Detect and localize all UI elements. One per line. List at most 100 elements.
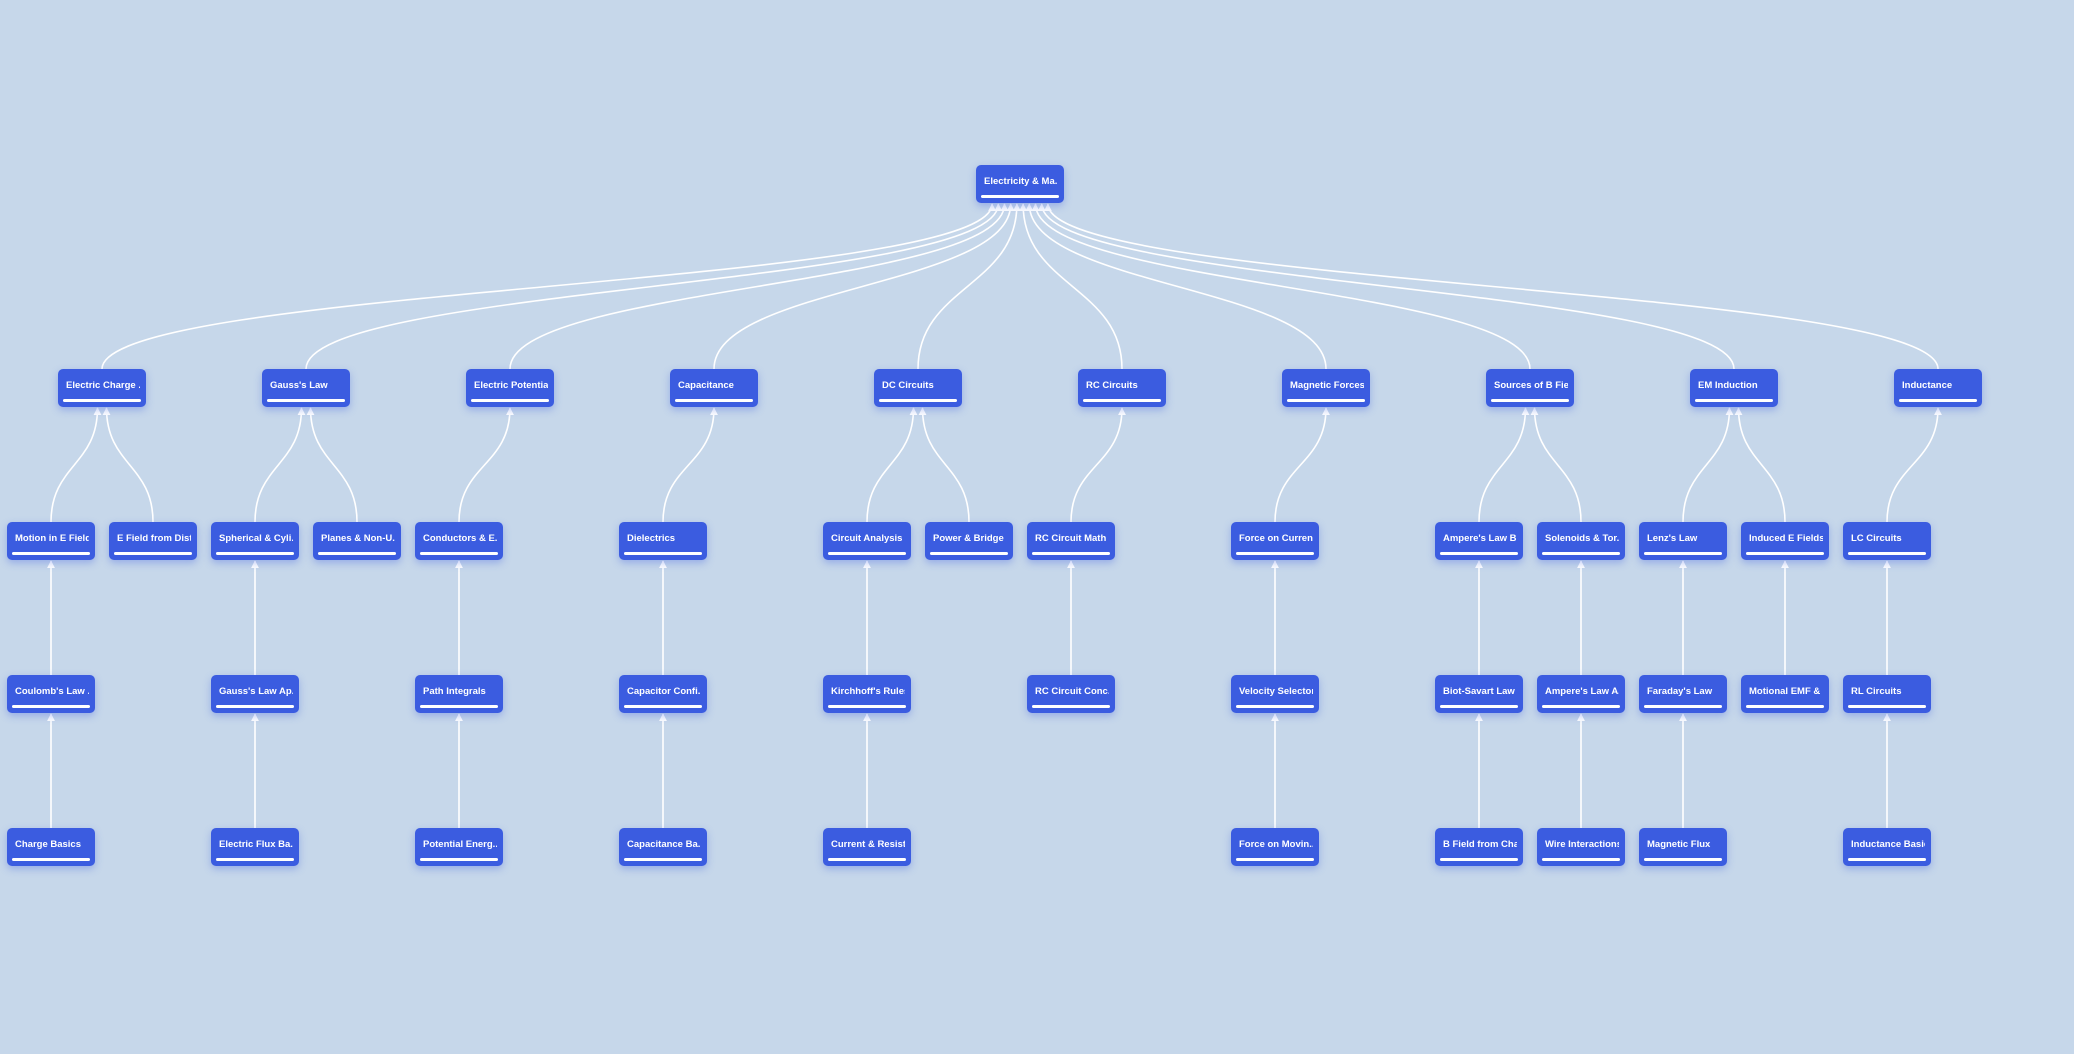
node-progress-bar [420,552,498,555]
concept-node-c5a3[interactable]: Current & Resist... [823,828,911,866]
concept-node-c3a[interactable]: Conductors & E... [415,522,503,560]
node-label: Electric Flux Ba... [219,839,293,850]
node-label: LC Circuits [1851,533,1902,544]
concept-node-c10a2[interactable]: RL Circuits [1843,675,1931,713]
concept-node-c9a2[interactable]: Faraday's Law [1639,675,1727,713]
node-progress-bar [1542,552,1620,555]
concept-node-c7a[interactable]: Force on Curren... [1231,522,1319,560]
concept-node-c9a[interactable]: Lenz's Law [1639,522,1727,560]
concept-node-c7a2[interactable]: Velocity Selectors [1231,675,1319,713]
concept-node-c4a2[interactable]: Capacitor Confi... [619,675,707,713]
concept-node-t1[interactable]: Electric Charge ... [58,369,146,407]
node-progress-bar [1032,705,1110,708]
concept-node-c5b[interactable]: Power & Bridge ... [925,522,1013,560]
concept-node-c8b3[interactable]: Wire Interactions [1537,828,1625,866]
node-progress-bar [624,552,702,555]
concept-node-t10[interactable]: Inductance [1894,369,1982,407]
node-label: Electric Charge ... [66,380,140,391]
concept-node-c8a2[interactable]: Biot-Savart Law [1435,675,1523,713]
concept-node-t5[interactable]: DC Circuits [874,369,962,407]
concept-node-c5a[interactable]: Circuit Analysis [823,522,911,560]
node-progress-bar [12,705,90,708]
node-progress-bar [1848,858,1926,861]
node-label: Path Integrals [423,686,486,697]
node-progress-bar [471,399,549,402]
node-label: B Field from Cha... [1443,839,1517,850]
concept-node-c2a3[interactable]: Electric Flux Ba... [211,828,299,866]
node-label: Gauss's Law Ap... [219,686,293,697]
concept-node-c2a2[interactable]: Gauss's Law Ap... [211,675,299,713]
concept-node-t8[interactable]: Sources of B Fie... [1486,369,1574,407]
concept-node-t6[interactable]: RC Circuits [1078,369,1166,407]
concept-node-c3a3[interactable]: Potential Energ... [415,828,503,866]
node-progress-bar [1542,705,1620,708]
edge-c7a-to-t7 [1274,407,1330,523]
node-progress-bar [420,858,498,861]
concept-node-t4[interactable]: Capacitance [670,369,758,407]
node-label: RC Circuit Conc... [1035,686,1109,697]
concept-node-c9b[interactable]: Induced E Fields [1741,522,1829,560]
edge-t9-to-root [1037,203,1735,370]
node-progress-bar [1236,705,1314,708]
concept-node-c7a3[interactable]: Force on Movin... [1231,828,1319,866]
node-progress-bar [1440,858,1518,861]
node-progress-bar [828,705,906,708]
node-progress-bar [1440,705,1518,708]
concept-node-c8a3[interactable]: B Field from Cha... [1435,828,1523,866]
concept-node-root[interactable]: Electricity & Ma... [976,165,1064,203]
concept-node-c6a[interactable]: RC Circuit Math [1027,522,1115,560]
node-label: Ampere's Law B... [1443,533,1517,544]
node-label: Force on Movin... [1239,839,1313,850]
concept-node-c1a2[interactable]: Coulomb's Law ... [7,675,95,713]
concept-node-t7[interactable]: Magnetic Forces [1282,369,1370,407]
concept-node-c9b2[interactable]: Motional EMF & ... [1741,675,1829,713]
edge-c4a-to-t4 [662,407,718,523]
concept-node-t2[interactable]: Gauss's Law [262,369,350,407]
node-label: Current & Resist... [831,839,905,850]
concept-node-t3[interactable]: Electric Potential [466,369,554,407]
concept-node-c1a[interactable]: Motion in E Fields [7,522,95,560]
concept-node-c1b[interactable]: E Field from Dist... [109,522,197,560]
node-progress-bar [828,858,906,861]
node-label: EM Induction [1698,380,1758,391]
node-label: Kirchhoff's Rules [831,686,905,697]
edge-c9b-to-t9 [1734,407,1786,523]
concept-node-c8b[interactable]: Solenoids & Tor... [1537,522,1625,560]
concept-node-c1a3[interactable]: Charge Basics [7,828,95,866]
node-progress-bar [1644,705,1722,708]
node-progress-bar [624,705,702,708]
node-progress-bar [267,399,345,402]
concept-node-c10a3[interactable]: Inductance Basics [1843,828,1931,866]
edge-t7-to-root [1025,203,1327,370]
node-label: RC Circuits [1086,380,1138,391]
concept-node-t9[interactable]: EM Induction [1690,369,1778,407]
node-progress-bar [1440,552,1518,555]
node-label: Lenz's Law [1647,533,1698,544]
concept-node-c4a[interactable]: Dielectrics [619,522,707,560]
concept-node-c8a[interactable]: Ampere's Law B... [1435,522,1523,560]
concept-node-c5a2[interactable]: Kirchhoff's Rules [823,675,911,713]
node-label: Solenoids & Tor... [1545,533,1619,544]
node-label: Faraday's Law [1647,686,1713,697]
concept-node-c9a3[interactable]: Magnetic Flux [1639,828,1727,866]
node-progress-bar [1491,399,1569,402]
node-progress-bar [1848,705,1926,708]
concept-node-c2b[interactable]: Planes & Non-U... [313,522,401,560]
concept-node-c2a[interactable]: Spherical & Cyli... [211,522,299,560]
edge-c9a-to-t9 [1682,407,1734,523]
edge-t3-to-root [509,203,1009,370]
concept-node-c6a2[interactable]: RC Circuit Conc... [1027,675,1115,713]
node-progress-bar [1644,552,1722,555]
node-label: E Field from Dist... [117,533,191,544]
concept-node-c8b2[interactable]: Ampere's Law A... [1537,675,1625,713]
concept-node-c4a3[interactable]: Capacitance Ba... [619,828,707,866]
node-progress-bar [1848,552,1926,555]
edge-t2-to-root [305,203,1003,370]
node-progress-bar [12,858,90,861]
concept-node-c10a[interactable]: LC Circuits [1843,522,1931,560]
node-label: Force on Curren... [1239,533,1313,544]
concept-node-c3a2[interactable]: Path Integrals [415,675,503,713]
node-progress-bar [1899,399,1977,402]
